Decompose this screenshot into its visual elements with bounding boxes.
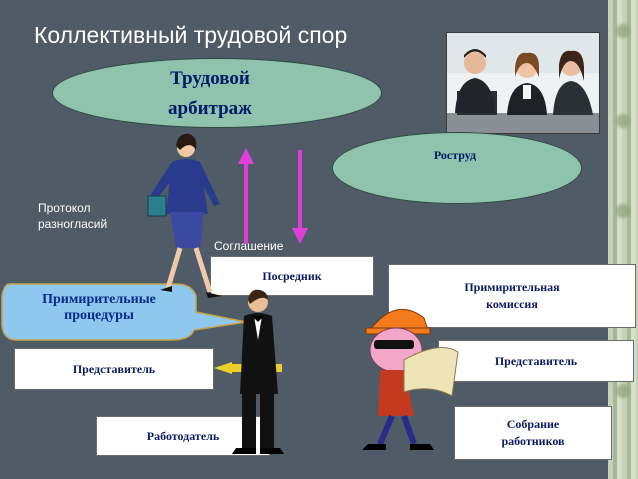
callout-shape [1,283,247,341]
woman-figure-icon [147,133,222,298]
business-people-photo [446,32,600,134]
mediator-box: Посредник [210,256,374,296]
assembly-label-line: Собрание [506,417,560,431]
assembly-label-line: работников [501,434,565,448]
curtain-motif [612,200,634,222]
workers-assembly-box: Собрание работников [454,406,612,460]
arbitration-label: Трудовой арбитраж [130,64,290,124]
curtain-motif [612,380,634,402]
representative-right-label: Представитель [494,353,578,368]
up-arrow-icon [238,148,254,244]
protocol-label-line: разногласий [38,217,108,231]
callout-label-line: Примирительные [42,292,156,307]
conciliation-procedures-label: Примирительные процедуры [4,292,194,324]
curtain-motif [612,20,634,42]
decorative-curtain [608,0,638,479]
connector-arrow-icon [214,362,232,374]
curtain-motif [612,110,634,132]
protocol-label-line: Протокол [38,201,91,215]
arbitration-label-line: арбитраж [168,98,252,119]
commission-label-line: комиссия [486,297,538,311]
representative-right-box: Представитель [438,340,634,382]
arbitration-label-line: Трудовой [170,68,250,89]
representative-left-label: Представитель [72,361,156,376]
worker-figure-icon [362,309,459,450]
rostrud-ellipse [332,132,582,204]
businessman-figure-icon [232,289,284,454]
rostrud-label: Роструд [433,148,477,162]
arbitration-ellipse [52,58,382,128]
protocol-label: Протокол разногласий [38,200,107,232]
callout-label-line: процедуры [64,308,134,323]
commission-label-line: Примирительная [464,280,560,294]
down-arrow-icon [292,150,308,244]
mediator-label: Посредник [262,268,322,283]
conciliation-commission-box: Примирительная комиссия [388,264,636,328]
agreement-label: Соглашение [214,239,284,253]
representative-left-box: Представитель [14,348,214,390]
employer-label: Работодатель [146,428,220,443]
slide-title: Коллективный трудовой спор [34,22,348,48]
